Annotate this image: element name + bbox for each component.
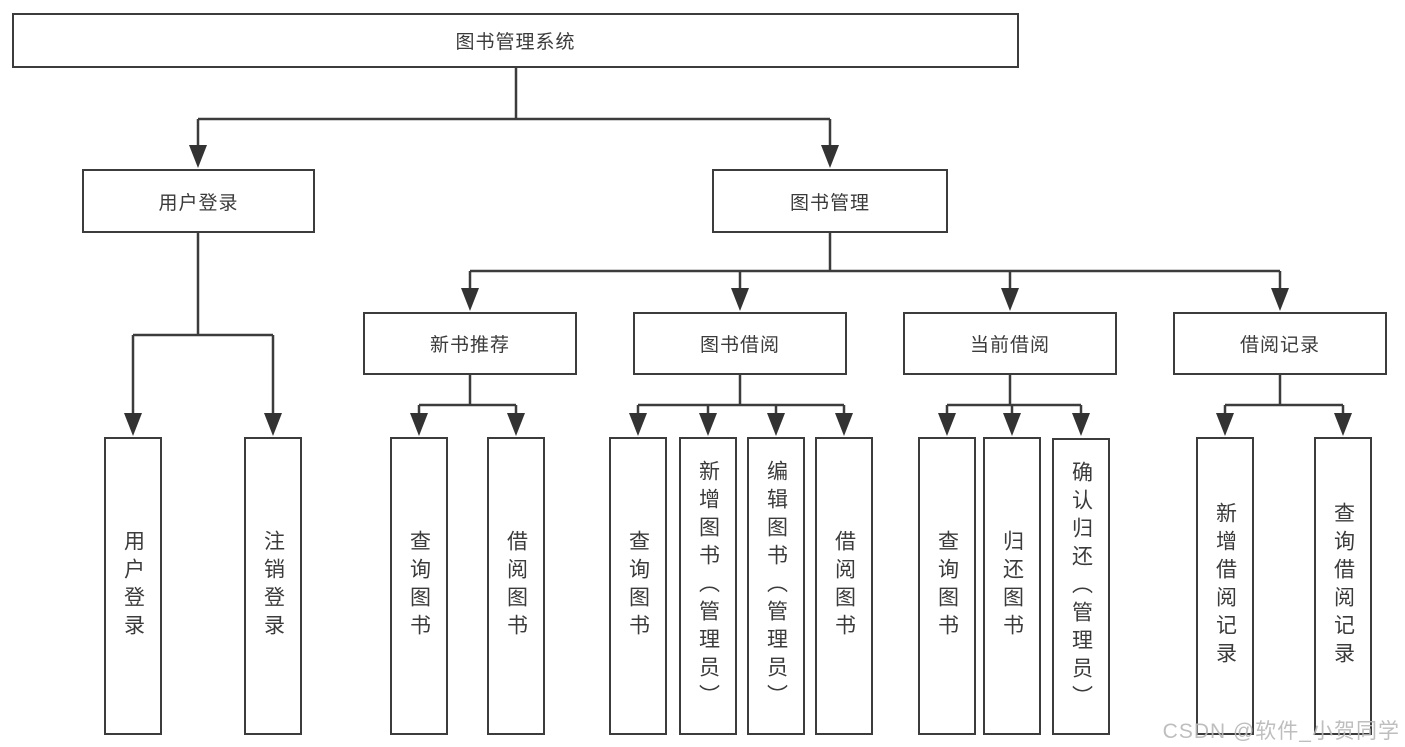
arrow-down-icon: [1072, 413, 1090, 436]
leaf-add-borrow-record: 新增借阅记录: [1196, 437, 1254, 735]
leaf-user-login: 用户登录: [104, 437, 162, 735]
leaf-query-books-3: 查询图书: [918, 437, 976, 735]
leaf-return-book-label: 归还图书: [1000, 530, 1024, 642]
arrow-down-icon: [1271, 288, 1289, 311]
arrow-down-icon: [731, 288, 749, 311]
connector-line: [417, 375, 518, 414]
node-user-login: 用户登录: [82, 169, 315, 233]
arrow-down-icon: [699, 413, 717, 436]
node-book-management: 图书管理: [712, 169, 948, 233]
edges-book-management-children: [461, 233, 1289, 311]
arrow-down-icon: [835, 413, 853, 436]
leaf-borrow-books-2: 借阅图书: [815, 437, 873, 735]
leaf-add-borrow-record-label: 新增借阅记录: [1213, 502, 1237, 670]
arrow-down-icon: [938, 413, 956, 436]
leaf-confirm-return-admin-label: 确认归还（管理员）: [1069, 460, 1093, 713]
arrow-down-icon: [1216, 413, 1234, 436]
edges-book-borrow-children: [629, 375, 853, 436]
node-book-management-label: 图书管理: [789, 192, 870, 214]
node-book-borrow-label: 图书借阅: [699, 335, 780, 356]
leaf-query-books-3-label: 查询图书: [935, 530, 959, 642]
leaf-query-books-2: 查询图书: [609, 437, 667, 735]
node-root: 图书管理系统: [12, 13, 1019, 68]
edges-current-borrow-children: [938, 375, 1090, 436]
leaf-add-book-admin-label: 新增图书（管理员）: [696, 460, 720, 712]
arrow-down-icon: [1003, 413, 1021, 436]
arrow-down-icon: [507, 413, 525, 436]
node-root-label: 图书管理系统: [455, 32, 576, 53]
leaf-confirm-return-admin: 确认归还（管理员）: [1052, 438, 1110, 735]
csdn-watermark: CSDN @软件_小贺同学: [1162, 720, 1400, 743]
leaf-query-books-2-label: 查询图书: [626, 530, 650, 642]
node-current-borrow-label: 当前借阅: [969, 335, 1050, 356]
edges-user-login-children: [124, 233, 282, 436]
arrow-down-icon: [264, 413, 282, 436]
node-borrow-records: 借阅记录: [1173, 312, 1387, 375]
leaf-borrow-books-1: 借阅图书: [487, 437, 545, 735]
connector-line: [131, 233, 275, 414]
leaf-borrow-books-1-label: 借阅图书: [504, 530, 528, 642]
arrow-down-icon: [1001, 288, 1019, 311]
leaf-logout-label: 注销登录: [261, 530, 285, 642]
node-new-book-recommend-label: 新书推荐: [429, 335, 510, 356]
connector-line: [1223, 375, 1345, 414]
leaf-add-book-admin: 新增图书（管理员）: [679, 437, 737, 735]
arrow-down-icon: [821, 145, 839, 168]
node-current-borrow: 当前借阅: [903, 312, 1117, 375]
leaf-return-book: 归还图书: [983, 437, 1041, 735]
arrow-down-icon: [410, 413, 428, 436]
arrow-down-icon: [124, 413, 142, 436]
edges-new-book-children: [410, 375, 525, 436]
connector-line: [196, 68, 832, 147]
leaf-logout: 注销登录: [244, 437, 302, 735]
leaf-edit-book-admin-label: 编辑图书（管理员）: [764, 460, 788, 712]
connector-line: [945, 375, 1083, 414]
leaf-query-books-1-label: 查询图书: [407, 530, 431, 642]
leaf-user-login-label: 用户登录: [121, 530, 145, 642]
node-new-book-recommend: 新书推荐: [363, 312, 577, 375]
arrow-down-icon: [767, 413, 785, 436]
connector-line: [636, 375, 846, 414]
arrow-down-icon: [629, 413, 647, 436]
leaf-query-books-1: 查询图书: [390, 437, 448, 735]
edges-root-to-level2: [189, 68, 839, 168]
arrow-down-icon: [189, 145, 207, 168]
leaf-query-borrow-record: 查询借阅记录: [1314, 437, 1372, 735]
node-user-login-label: 用户登录: [158, 192, 239, 214]
leaf-query-borrow-record-label: 查询借阅记录: [1331, 502, 1355, 670]
leaf-borrow-books-2-label: 借阅图书: [832, 530, 856, 642]
connector-line: [468, 233, 1282, 289]
node-book-borrow: 图书借阅: [633, 312, 847, 375]
edges-borrow-records-children: [1216, 375, 1352, 436]
leaf-edit-book-admin: 编辑图书（管理员）: [747, 437, 805, 735]
arrow-down-icon: [461, 288, 479, 311]
arrow-down-icon: [1334, 413, 1352, 436]
node-borrow-records-label: 借阅记录: [1239, 335, 1320, 356]
